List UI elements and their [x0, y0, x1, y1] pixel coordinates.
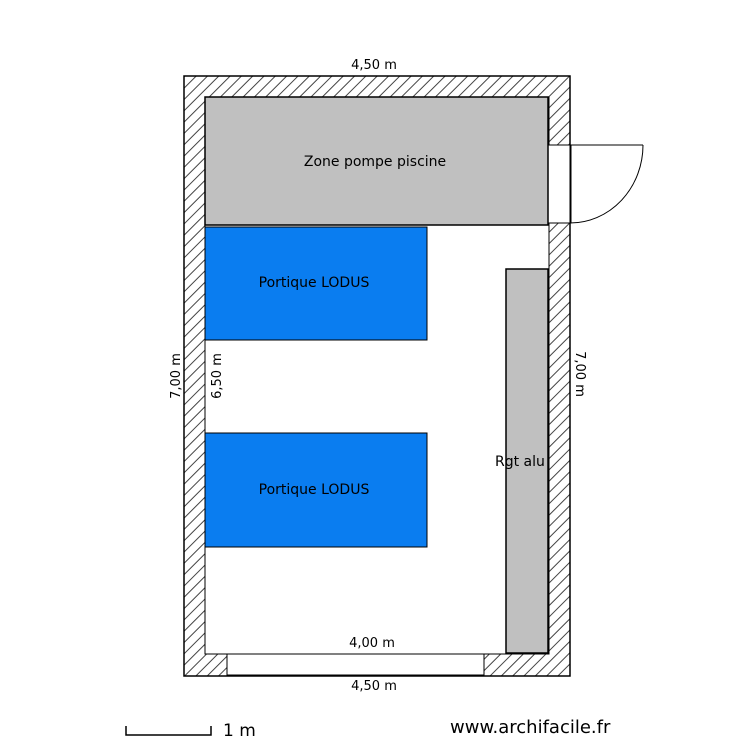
scale-label: 1 m [223, 721, 256, 741]
portique-lodus-2-label: Portique LODUS [259, 482, 370, 498]
portique-lodus-2 [204, 432, 428, 548]
dimension-top: 4,50 m [351, 58, 397, 73]
dimension-bottom-inner: 4,00 m [349, 636, 395, 651]
dimension-right: 7,00 m [572, 351, 587, 397]
watermark: www.archifacile.fr [450, 717, 611, 738]
dimension-bottom-outer: 4,50 m [351, 679, 397, 694]
dimension-left-inner: 6,50 m [210, 353, 225, 399]
dimension-left-outer: 7,00 m [169, 353, 184, 399]
aluminium-rack-label: Rgt alu [495, 454, 545, 470]
portique-lodus-1-label: Portique LODUS [259, 275, 370, 291]
scale-bar-icon [125, 726, 212, 736]
aluminium-rack [505, 268, 549, 654]
door-swing-icon [569, 144, 644, 224]
pump-zone [204, 96, 549, 226]
pump-zone-label: Zone pompe piscine [304, 154, 446, 170]
door-opening [547, 144, 572, 224]
bottom-opening [226, 653, 485, 676]
portique-lodus-1 [204, 226, 428, 341]
